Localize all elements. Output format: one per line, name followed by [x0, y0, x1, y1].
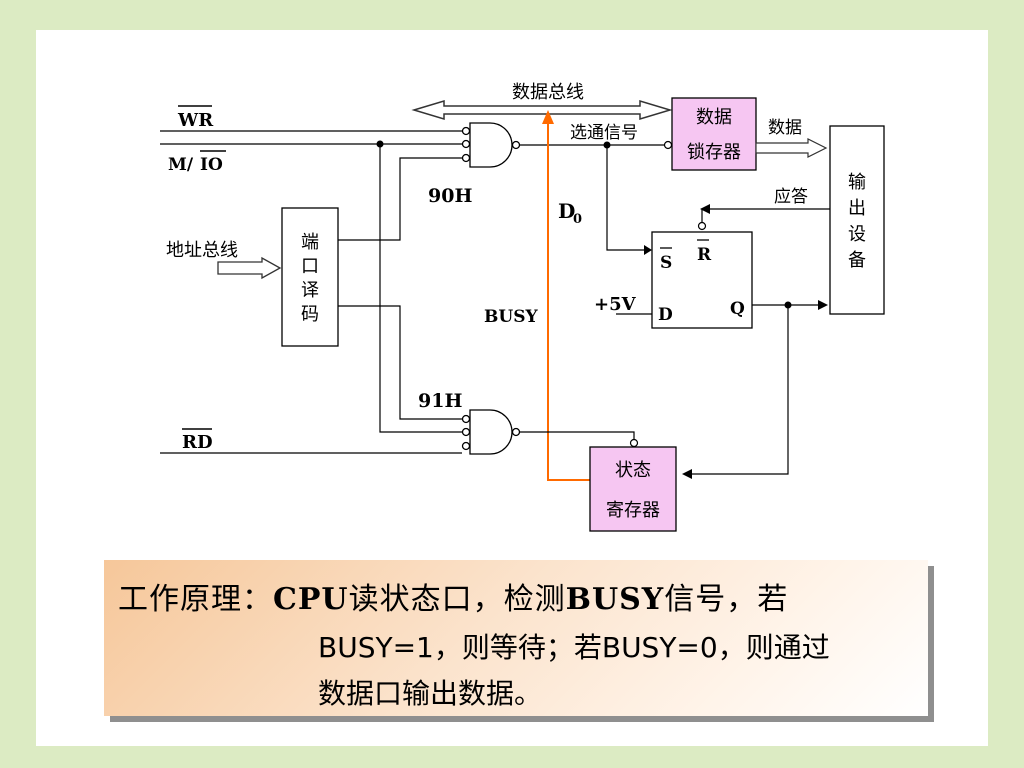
nand-gate-90h: [461, 122, 521, 168]
data-latch-line-2: 锁存器: [687, 142, 741, 163]
note-cpu: CPU: [273, 582, 349, 617]
status-register-line-2: 寄存器: [606, 500, 660, 521]
busy-line: [547, 120, 590, 481]
data-latch-line-1: 数据: [696, 107, 732, 128]
status-register-box: [589, 446, 677, 532]
decoder-out-91h: [338, 305, 462, 420]
port-decoder-char-4: 码: [301, 304, 319, 325]
m-io-bar-label: IO: [200, 155, 223, 175]
note-text-1: 读状态口，检测: [348, 582, 566, 617]
data-bus-arrow: [411, 99, 673, 121]
rd-label: RD: [182, 432, 213, 453]
note-line-1: 工作原理：CPU读状态口，检测BUSY信号，若: [118, 574, 788, 618]
data-out-arrow: [755, 138, 828, 158]
data-bus-label: 数据总线: [512, 82, 584, 103]
output-device-char-2: 出: [848, 198, 866, 219]
q-to-status: [684, 305, 789, 475]
nand-gate-91h: [461, 409, 521, 455]
data-out-label: 数据: [768, 118, 802, 138]
d0-subscript: 0: [573, 212, 582, 227]
port-decoder-box: [281, 207, 339, 347]
ff-s-label: S: [660, 253, 672, 273]
output-device-char-1: 输: [848, 172, 866, 193]
set-arrowhead: [644, 245, 652, 255]
note-line-3: 数据口输出数据。: [318, 677, 543, 710]
data-latch-box: [671, 97, 757, 171]
principle-note: 工作原理：CPU读状态口，检测BUSY信号，若 BUSY=1，则等待；若BUSY…: [104, 560, 928, 716]
ack-label: 应答: [774, 187, 808, 207]
output-device-box: [829, 125, 885, 315]
note-line-2: BUSY=1，则等待；若BUSY=0，则通过: [318, 631, 830, 664]
status-arrowhead: [682, 469, 692, 479]
ff-r-label: R: [697, 245, 712, 265]
strobe-to-set: [606, 145, 644, 251]
busy-arrowhead: [542, 110, 554, 124]
status-register-line-1: 状态: [615, 460, 651, 481]
output-device-char-3: 设: [848, 224, 866, 245]
q-arrowhead: [818, 300, 828, 310]
ack-arrowhead: [700, 204, 710, 214]
ff-q-label: Q: [730, 299, 745, 319]
note-busy: BUSY: [565, 582, 665, 617]
ff-d-label: D: [658, 305, 673, 325]
port-decoder-char-2: 口: [301, 256, 319, 277]
address-bus-label: 地址总线: [166, 240, 238, 261]
status-enable-bubble: [629, 438, 639, 448]
decoder-out-90h: [338, 157, 462, 241]
note-text-2: 信号，若: [664, 582, 789, 617]
d0-label: D: [558, 199, 575, 223]
port-decoder-char-3: 译: [301, 280, 319, 301]
label-90h: 90H: [428, 185, 472, 207]
gate2-output-line: [520, 431, 635, 440]
latch-strobe-bubble: [663, 140, 673, 150]
plus-5v-label: +5V: [594, 294, 637, 315]
label-91h: 91H: [418, 390, 462, 412]
note-heading: 工作原理：: [118, 582, 273, 617]
ack-line: [701, 208, 830, 222]
port-decoder-char-1: 端: [301, 232, 319, 253]
m-io-prefix: M/: [168, 155, 194, 175]
reset-bubble: [697, 221, 707, 231]
strobe-label: 选通信号: [570, 123, 638, 143]
address-bus-arrow: [217, 256, 282, 280]
wr-label: WR: [177, 110, 214, 131]
busy-label: BUSY: [484, 307, 538, 327]
output-device-char-4: 备: [848, 250, 866, 271]
